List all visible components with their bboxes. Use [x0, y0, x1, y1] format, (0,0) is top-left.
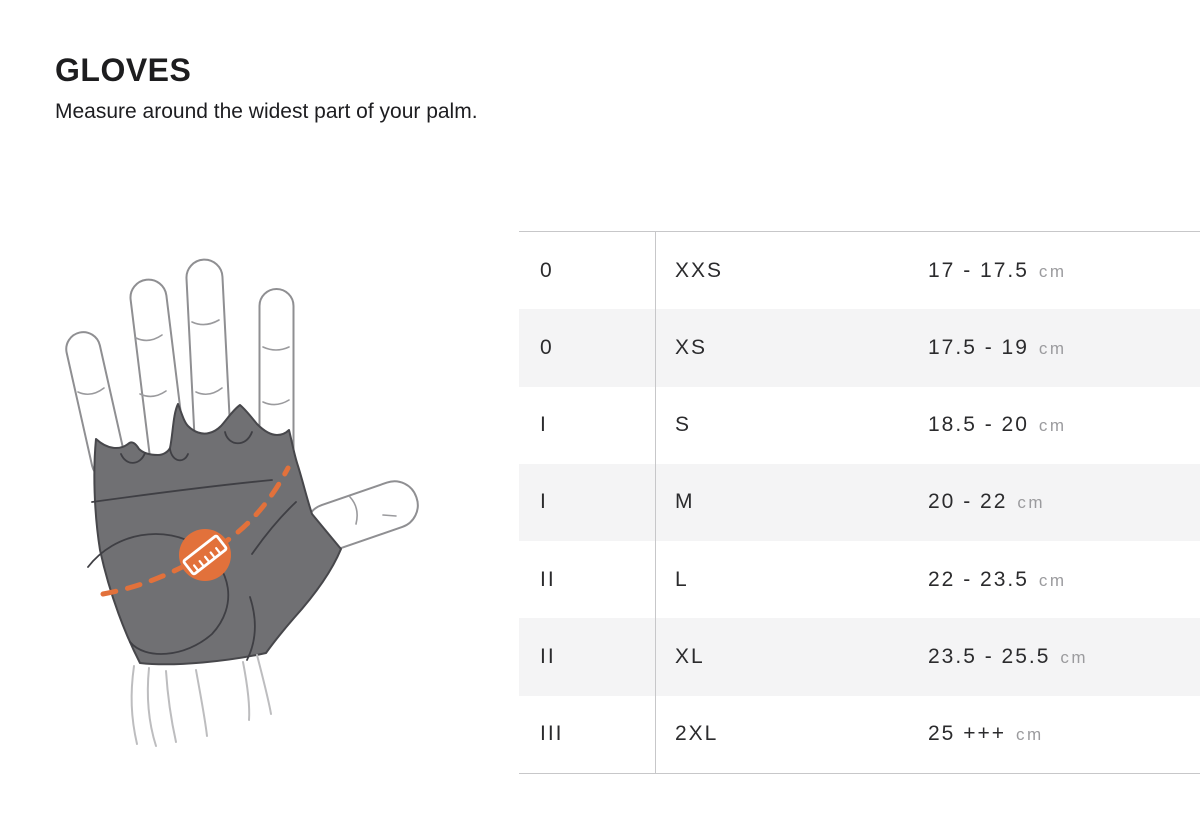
size-group-label: III [540, 722, 564, 746]
size-label: XS [675, 335, 708, 359]
page-subtitle: Measure around the widest part of your p… [55, 100, 478, 123]
size-group-label: I [540, 490, 548, 514]
size-range-value: 25 +++ [928, 722, 1006, 746]
size-group-label: II [540, 567, 556, 591]
size-table-row: 0 XXS 17 - 17.5 cm [519, 232, 1200, 310]
size-range-unit: cm [1060, 647, 1089, 667]
size-table-row: III 2XL 25 +++ cm [519, 695, 1200, 773]
size-group-label: II [540, 644, 556, 668]
size-range-value: 22 - 23.5 [928, 567, 1029, 591]
measure-badge [179, 529, 231, 581]
size-range-value: 23.5 - 25.5 [928, 644, 1051, 668]
page-title: GLOVES [55, 52, 192, 88]
size-range-value: 17 - 17.5 [928, 258, 1029, 282]
size-label: M [675, 490, 695, 514]
size-group-label: 0 [540, 335, 554, 359]
finger-creases [77, 319, 397, 525]
size-label: S [675, 413, 692, 437]
ruler-icon [182, 534, 228, 576]
size-group-label: 0 [540, 258, 554, 282]
size-label: L [675, 567, 689, 591]
size-table: 0 XXS 17 - 17.5 cm 0 XS 17.5 - 19 cm I S… [519, 231, 1200, 774]
finger-base-seams [120, 431, 253, 464]
size-table-row: I S 18.5 - 20 cm [519, 386, 1200, 464]
glove-illustration [40, 232, 460, 804]
size-range-unit: cm [1038, 338, 1067, 358]
size-group-label: I [540, 413, 548, 437]
size-label: 2XL [675, 722, 719, 746]
size-range-unit: cm [1015, 725, 1044, 745]
size-label: XXS [675, 258, 724, 282]
size-table-row: 0 XS 17.5 - 19 cm [519, 309, 1200, 387]
glove-measurement-diagram [65, 258, 419, 747]
size-range-unit: cm [1038, 416, 1067, 436]
size-guide-header: GLOVES Measure around the widest part of… [55, 52, 478, 124]
size-range-unit: cm [1017, 493, 1046, 513]
size-range-unit: cm [1038, 261, 1067, 281]
measurement-dashed-line [100, 465, 291, 597]
size-table-row: I M 20 - 22 cm [519, 463, 1200, 542]
palm-padding-seams [87, 479, 297, 661]
size-range-value: 18.5 - 20 [928, 413, 1029, 437]
wrist-lines [130, 654, 272, 747]
size-table-row: II XL 23.5 - 25.5 cm [519, 618, 1200, 696]
size-label: XL [675, 644, 705, 668]
size-range-value: 17.5 - 19 [928, 335, 1029, 359]
size-range-value: 20 - 22 [928, 490, 1008, 514]
size-table-row: II L 22 - 23.5 cm [519, 541, 1200, 619]
size-range-unit: cm [1038, 570, 1067, 590]
